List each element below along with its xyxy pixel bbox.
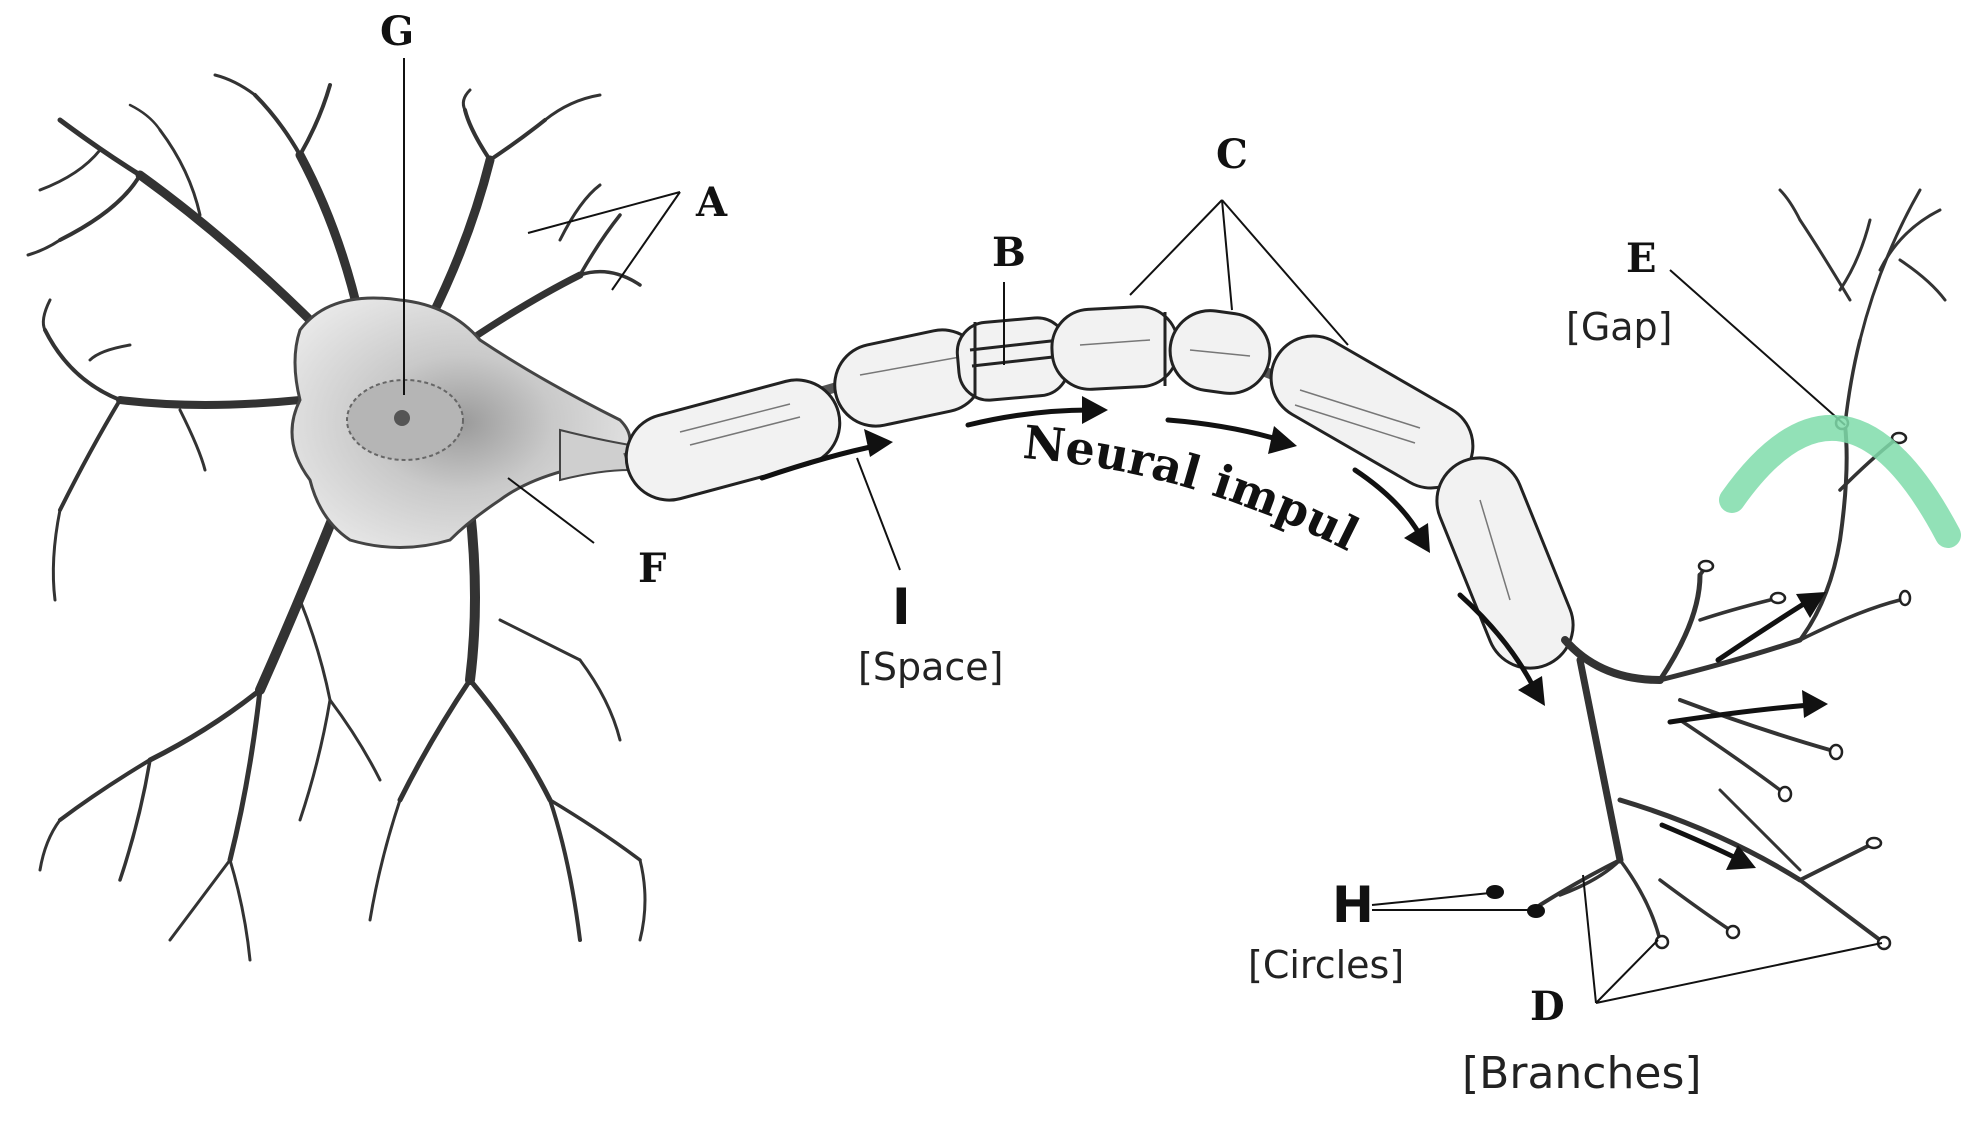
dendrites	[26, 73, 647, 962]
annotation-branches: [Branches]	[1462, 1048, 1702, 1099]
label-h: H	[1332, 876, 1374, 934]
label-d: D	[1530, 983, 1565, 1030]
cell-body	[290, 296, 632, 549]
leader-lines	[403, 58, 1883, 1004]
myelin-sheath-5	[1168, 309, 1272, 395]
myelin-sheath-4-cutaway	[1050, 305, 1180, 391]
label-g: G	[380, 8, 414, 55]
axon	[623, 305, 1575, 670]
annotation-space: [Space]	[858, 645, 1003, 689]
part-labels: G A B C E F D	[380, 8, 1657, 1030]
label-c: C	[1216, 131, 1248, 178]
label-b: B	[992, 229, 1026, 276]
axon-terminals	[1486, 188, 1947, 951]
label-i: I	[892, 578, 911, 636]
handwritten-labels: I [Space] [Gap] H [Circles] [Branches]	[858, 305, 1702, 1099]
label-a: A	[695, 179, 728, 226]
label-f: F	[638, 545, 666, 592]
myelin-sheath-3-cutaway	[955, 316, 1071, 402]
annotation-circles: [Circles]	[1248, 943, 1404, 987]
label-e: E	[1626, 235, 1657, 282]
annotation-gap: [Gap]	[1566, 305, 1673, 349]
nucleolus	[394, 410, 410, 426]
impulse-arrows	[759, 396, 1828, 870]
myelin-sheath-1	[624, 378, 842, 502]
myelin-sheath-7	[1435, 456, 1575, 670]
highlight-arc	[1719, 415, 1961, 548]
